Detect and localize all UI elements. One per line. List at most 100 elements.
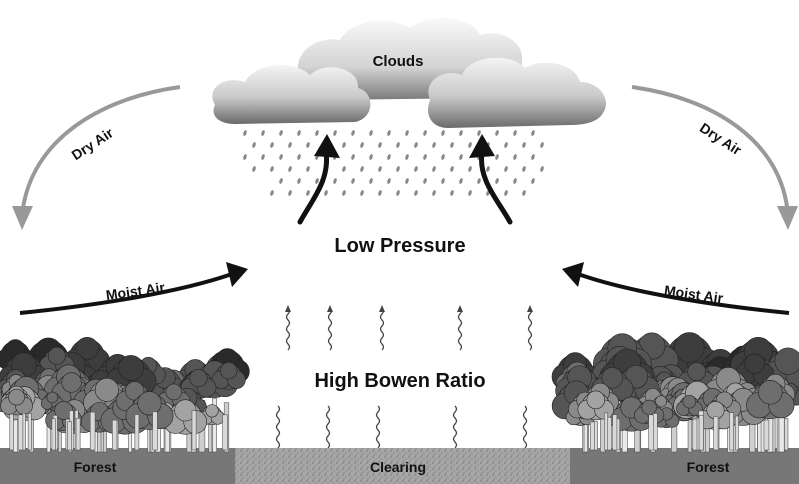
rain-drop (396, 142, 400, 148)
tree-trunk (112, 419, 118, 451)
rain-drop (477, 130, 481, 136)
rain-drop (387, 130, 391, 136)
rain-drop (495, 178, 499, 184)
dry-air-arrow-right-head (777, 206, 798, 230)
rain-drop (468, 142, 472, 148)
rain-drop (360, 166, 364, 172)
rain-drop (279, 178, 283, 184)
moist-air-flow: Moist Air Moist Air (19, 262, 790, 315)
rising-heat-arrowhead (527, 305, 533, 312)
tree-trunk (134, 414, 140, 451)
rain-drop (261, 130, 265, 136)
tree-trunk (648, 414, 654, 451)
tree-canopy (676, 394, 703, 417)
rain-drop (342, 190, 346, 196)
clouds-label: Clouds (373, 53, 424, 70)
rain-drop (333, 178, 337, 184)
rain-drop (270, 190, 274, 196)
ground-left (0, 448, 235, 484)
tree-canopy (211, 362, 246, 390)
rain-drop (324, 190, 328, 196)
tree-trunk (784, 418, 789, 451)
tree-canopy (577, 390, 615, 421)
rain-drop (414, 166, 418, 172)
rain-drop (414, 142, 418, 148)
tree-trunk (152, 411, 158, 451)
rain-drop (288, 142, 292, 148)
tree-trunk (12, 418, 19, 453)
tree-canopy (0, 388, 33, 416)
tree-trunk (51, 418, 56, 451)
rising-heat-arrowhead (285, 305, 291, 312)
rain-drop (315, 178, 319, 184)
rain-drop (288, 190, 292, 196)
rain-drop (297, 154, 301, 160)
rain-drop (459, 130, 463, 136)
cloud-group: Clouds (212, 17, 607, 128)
rain-drop (531, 154, 535, 160)
tree-trunk (589, 421, 595, 451)
rain-drop (342, 166, 346, 172)
low-pressure-label: Low Pressure (334, 235, 465, 257)
rain-drop (369, 154, 373, 160)
rain-drop (378, 142, 382, 148)
rain-drop (441, 154, 445, 160)
rain-drop (333, 130, 337, 136)
rising-heat-arrowhead (457, 305, 463, 312)
tree-trunk (734, 415, 739, 451)
rain-drop (486, 166, 490, 172)
dry-air-arrow-left-head (12, 206, 33, 230)
rain-drop (279, 130, 283, 136)
dry-air-label-left: Dry Air (69, 124, 117, 163)
rain-drop (270, 166, 274, 172)
tree-canopy (734, 353, 775, 386)
convection-arrows (297, 134, 513, 225)
rain-drop (423, 178, 427, 184)
rain-drop (522, 166, 526, 172)
rain-drop (522, 142, 526, 148)
moist-air-arrow-right (577, 272, 790, 315)
heat-wave (275, 405, 281, 449)
rain-drop (306, 166, 310, 172)
moist-air-arrow-left-head (226, 262, 248, 287)
rain-drop (450, 166, 454, 172)
rain-drop (378, 190, 382, 196)
heat-wiggles (275, 305, 533, 449)
rain-drop (351, 130, 355, 136)
rain-drop (414, 190, 418, 196)
rain-drops (243, 130, 544, 196)
rain-drop (423, 154, 427, 160)
rain-drop (351, 178, 355, 184)
dry-air-arrow-right (631, 85, 790, 216)
tree-trunk (9, 413, 14, 451)
rain-drop (540, 166, 544, 172)
rain-drop (297, 130, 301, 136)
rain-drop (306, 190, 310, 196)
rain-drop (405, 178, 409, 184)
rain-drop (297, 178, 301, 184)
rain-drop (405, 130, 409, 136)
rain-drop (243, 130, 247, 136)
rain-drop (387, 178, 391, 184)
tree-trunk (75, 417, 81, 451)
tree-trunk (212, 398, 217, 453)
ground-clearing (235, 448, 570, 484)
rain-drop (432, 142, 436, 148)
rising-heat-arrow (379, 307, 385, 351)
rain-drop (378, 166, 382, 172)
rain-drop (441, 178, 445, 184)
dry-air-arrow-left (20, 85, 181, 216)
rain-drop (432, 190, 436, 196)
rain-drop (261, 154, 265, 160)
tree-trunk (713, 416, 719, 451)
tree-trunk (729, 412, 734, 451)
rain-drop (315, 130, 319, 136)
rain-drop (531, 130, 535, 136)
tree-trunk (698, 415, 704, 451)
tree-trunk (27, 413, 32, 451)
heat-wave (375, 405, 381, 449)
heat-wave (325, 405, 331, 449)
rain-drop (405, 154, 409, 160)
heat-wave (522, 405, 528, 449)
rain-drop (369, 178, 373, 184)
